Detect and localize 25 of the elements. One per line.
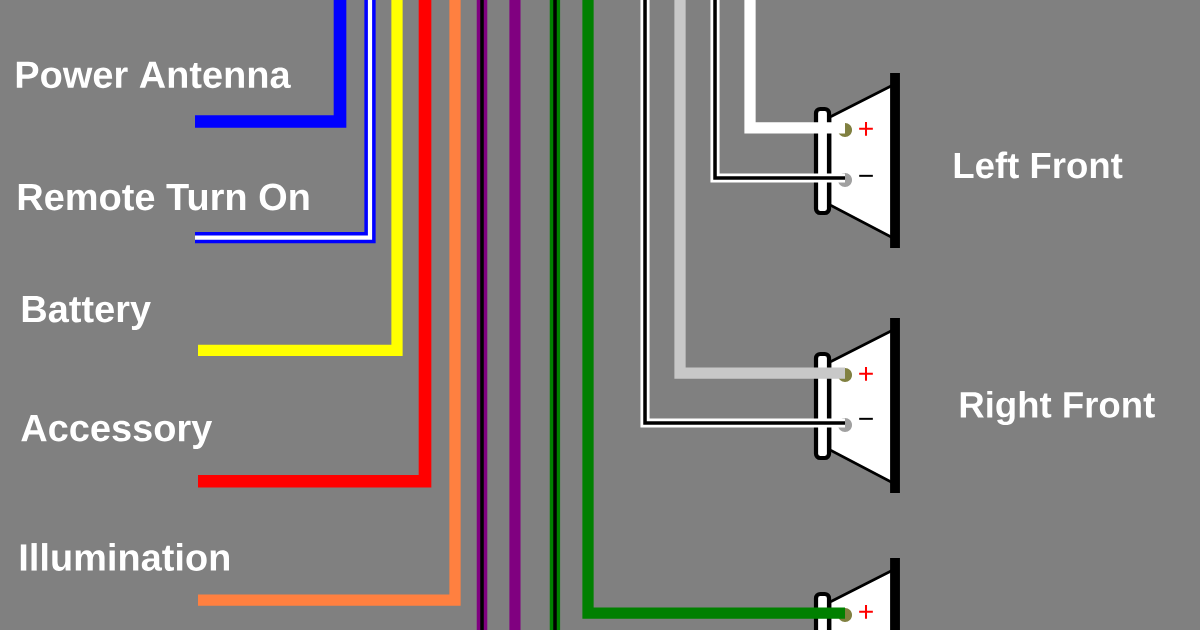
speaker-drawing <box>813 318 900 493</box>
speaker-label: Left Front <box>954 151 1123 179</box>
terminal-sign: − <box>859 417 873 420</box>
speaker-drawing <box>813 73 900 248</box>
wire-label: Battery <box>22 296 151 330</box>
speaker-label: Right Front <box>960 390 1155 426</box>
wire-label: Illumination <box>20 543 229 571</box>
wire <box>198 0 461 606</box>
wire <box>640 0 845 428</box>
terminal-sign: − <box>859 174 873 177</box>
terminal-sign: + <box>859 121 873 136</box>
wire <box>744 0 845 134</box>
wire <box>195 0 347 128</box>
wire-label: Remote Turn On <box>18 183 309 211</box>
wire <box>198 0 432 488</box>
wire-label: Power Antenna <box>16 61 291 89</box>
wire <box>198 0 403 356</box>
wire <box>195 0 376 244</box>
speaker-drawing <box>813 558 900 630</box>
wire <box>674 0 845 379</box>
terminal-sign: + <box>859 366 873 381</box>
wire <box>582 0 845 619</box>
terminal-sign: + <box>859 604 873 619</box>
wire <box>710 0 845 183</box>
wire-label: Accessory <box>21 415 213 449</box>
